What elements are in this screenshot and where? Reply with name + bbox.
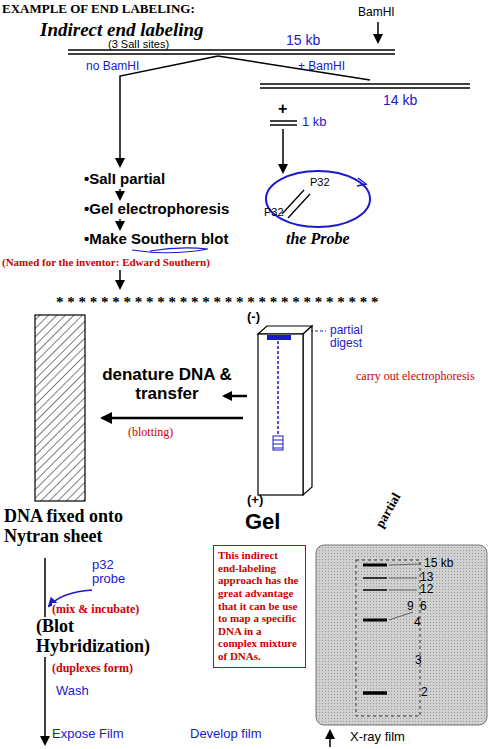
- film-text: partial: [373, 491, 404, 531]
- note-label: (3 SalI sites): [108, 38, 169, 50]
- dna-14kb: [260, 87, 470, 89]
- gel: (-) (+) Gel: [245, 312, 310, 537]
- reagent-label: p32 probe: [92, 558, 137, 587]
- film-text: 9: [407, 600, 414, 613]
- bamhi-arrow: [377, 22, 379, 42]
- dna-1kb: [270, 120, 297, 122]
- film-text: 12: [420, 583, 433, 596]
- size-label: 1 kb: [302, 115, 327, 129]
- annotation: (duplexes form): [52, 662, 133, 675]
- size-label: 15 kb: [286, 33, 320, 48]
- step-label: (Blot Hybridization): [36, 617, 166, 657]
- step-label: •SalI partial: [84, 171, 165, 188]
- enzyme-label: BamHI: [358, 6, 395, 19]
- branch-label: no BamHI: [86, 60, 139, 73]
- film-text: 15 kb: [424, 557, 453, 570]
- step-label: Develop film: [190, 727, 262, 741]
- nytran-sheet-text: DNA fixed onto Nytran sheet: [4, 507, 154, 547]
- note-text: This indirect end-labeling approach has …: [218, 549, 301, 663]
- annotation: (mix & incubate): [52, 603, 139, 616]
- edge-label: denature DNA & transfer: [92, 366, 242, 403]
- branch-label: + BamHI: [298, 60, 345, 73]
- nytran-sheet-shape: [0, 312, 100, 507]
- underline-scribble: [132, 248, 208, 253]
- film-arrow: [329, 731, 331, 747]
- step-arrow: [119, 189, 121, 199]
- probe: P32P32the Probe: [262, 168, 374, 230]
- gel-text: Gel: [245, 510, 280, 534]
- branch-line: [218, 56, 370, 80]
- transfer-arrow: [224, 395, 247, 398]
- film-text: 2: [421, 686, 428, 699]
- gel-text: (+): [247, 493, 263, 507]
- film-text: 3: [415, 654, 422, 667]
- separator-stars: * * * * * * * * * * * * * * * * * * * * …: [56, 294, 379, 311]
- step-label: Wash: [56, 684, 89, 698]
- transfer-arrow: [102, 417, 243, 420]
- probe-text: the Probe: [286, 230, 350, 248]
- dna-15kb: [68, 53, 395, 55]
- dna-14kb: [260, 83, 470, 85]
- probe-text: P32: [264, 206, 284, 218]
- step-label: Expose Film: [52, 727, 124, 741]
- plus-sign: +: [278, 100, 287, 118]
- note-box: This indirect end-labeling approach has …: [213, 545, 306, 668]
- step-arrow: [119, 219, 121, 229]
- annotation: partial digest: [330, 324, 390, 350]
- film-shape: [315, 528, 488, 726]
- dna-1kb: [270, 124, 297, 126]
- step-label: •Gel electrophoresis: [84, 201, 229, 218]
- probe-text: P32: [310, 176, 330, 188]
- gel-text: (-): [247, 310, 260, 324]
- step-label: •Make Southern blot: [84, 231, 228, 248]
- probe-arrow: [282, 129, 284, 172]
- heading: Indirect end labeling: [40, 20, 204, 41]
- annotation: carry out electrophoresis: [356, 370, 476, 383]
- note-label: (Named for the inventor: Edward Southern…: [2, 256, 210, 268]
- title: EXAMPLE OF END LABELING:: [2, 2, 195, 16]
- step-arrow: [119, 270, 121, 288]
- film-text: 6: [420, 600, 427, 613]
- size-label: 14 kb: [383, 93, 417, 108]
- film-text: X-ray film: [350, 730, 405, 744]
- nytran-sheet: DNA fixed onto Nytran sheet: [0, 312, 100, 507]
- film-text: 4: [414, 616, 421, 629]
- film: partial15 kb131296432X-ray film: [315, 528, 488, 726]
- annotation: (blotting): [128, 426, 173, 439]
